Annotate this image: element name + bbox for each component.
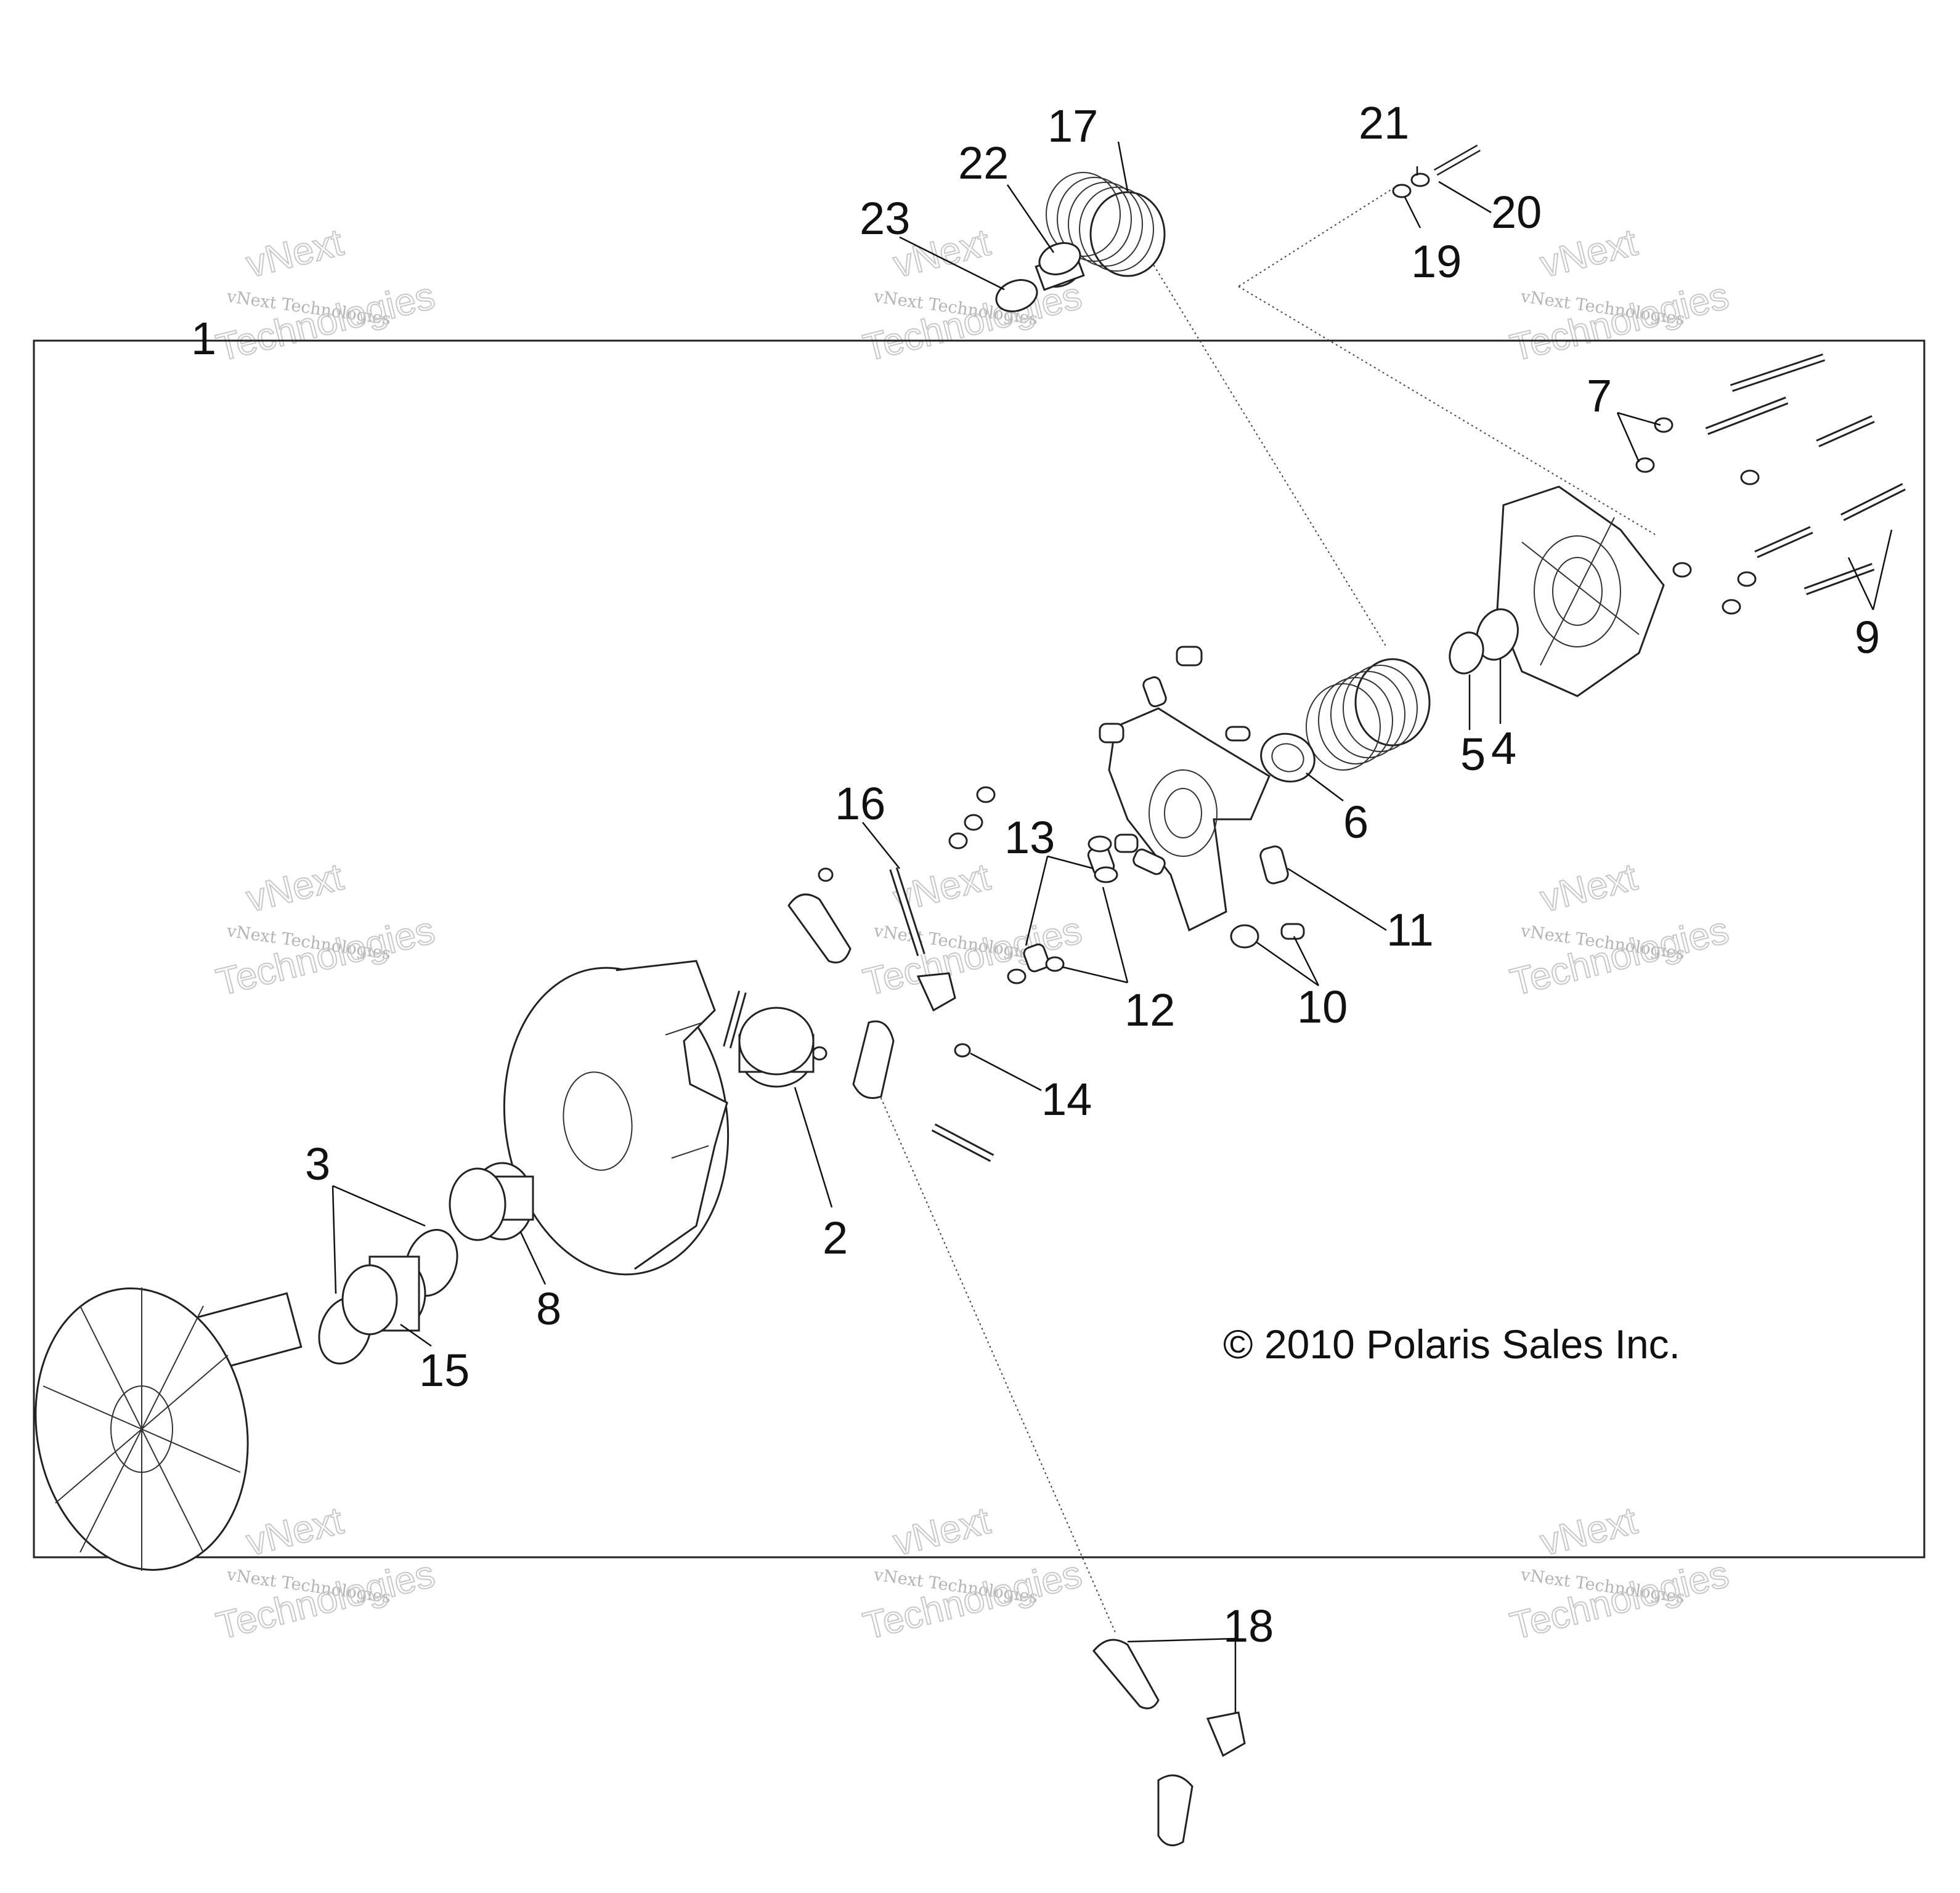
callout-6: 6 (1343, 797, 1368, 848)
callout-16: 16 (835, 778, 885, 829)
pin-roller (1132, 848, 1166, 875)
callout-17: 17 (1047, 100, 1098, 152)
spring-top (1046, 172, 1166, 277)
svg-text:Technologies: Technologies (859, 1552, 1086, 1648)
callout-18: 18 (1223, 1600, 1274, 1652)
callout-15: 15 (419, 1345, 470, 1396)
svg-text:vNext: vNext (1536, 856, 1641, 920)
svg-text:vNext: vNext (242, 856, 347, 920)
cover-plate (1496, 485, 1665, 697)
nut (818, 867, 834, 882)
svg-text:Technologies: Technologies (859, 274, 1086, 370)
svg-text:Technologies: Technologies (1506, 909, 1733, 1004)
callout-9: 9 (1855, 612, 1880, 663)
callout-14: 14 (1041, 1074, 1092, 1125)
callout-3: 3 (305, 1138, 330, 1190)
svg-text:Technologies: Technologies (1506, 1552, 1733, 1648)
callout-23: 23 (860, 193, 910, 244)
svg-text:vNext: vNext (889, 1499, 994, 1564)
leader-lines (331, 141, 1893, 1713)
nut (811, 1046, 828, 1061)
callout-10: 10 (1297, 981, 1348, 1032)
watermark: vNext vNext Technologies Technologies (1505, 855, 1733, 1005)
copyright-notice: © 2010 Polaris Sales Inc. (1223, 1321, 1680, 1367)
pins (723, 991, 994, 1162)
watermark-layer: vNext vNext Technologies Technologies vN… (211, 221, 1733, 1648)
weights-18 (1092, 1639, 1246, 1847)
bushing-top (1035, 242, 1085, 291)
watermark: vNext vNext Technologies Technologies (858, 1499, 1086, 1648)
callout-12: 12 (1124, 984, 1175, 1036)
assembly-frame (33, 339, 1925, 1559)
svg-text:Technologies: Technologies (212, 274, 439, 370)
callout-4: 4 (1491, 723, 1516, 774)
svg-text:vNext: vNext (242, 221, 347, 286)
watermark: vNext vNext Technologies Technologies (211, 855, 439, 1005)
callout-8: 8 (536, 1283, 561, 1334)
callout-5: 5 (1460, 729, 1486, 780)
bolt-set-9 (1705, 353, 1906, 596)
washer-set-7 (1635, 417, 1760, 615)
spring-assembled (1306, 658, 1431, 771)
svg-text:Technologies: Technologies (212, 909, 439, 1004)
callout-1: 1 (191, 313, 216, 364)
assembly-guides (874, 184, 1658, 1633)
roller-11 (1142, 676, 1289, 885)
watermark: vNext vNext Technologies Technologies (211, 221, 439, 370)
bushing-15 (341, 1255, 426, 1336)
snap-ring-top (995, 279, 1038, 312)
callout-22: 22 (958, 137, 1009, 188)
svg-text:Technologies: Technologies (212, 1552, 439, 1648)
washer-21 (1410, 172, 1430, 187)
bolt-20 (1434, 144, 1481, 176)
bearing-6 (1260, 732, 1315, 783)
svg-text:vNext: vNext (1536, 1499, 1641, 1564)
ring-5 (1449, 631, 1484, 675)
svg-text:vNext: vNext (1536, 221, 1641, 286)
callout-21: 21 (1359, 97, 1409, 148)
washer-19 (1392, 184, 1412, 198)
bushing-4 (1476, 608, 1519, 661)
bushing-2 (738, 1007, 815, 1088)
watermark: vNext vNext Technologies Technologies (1505, 221, 1733, 370)
svg-text:Technologies: Technologies (1506, 274, 1733, 370)
moveable-sheave (503, 960, 730, 1276)
fixed-sheave (35, 1287, 303, 1571)
spider (1108, 707, 1271, 932)
bushing-8 (449, 1162, 534, 1241)
roller-12-13 (948, 786, 1118, 984)
buttons-10 (1099, 646, 1305, 949)
callout-2: 2 (823, 1212, 848, 1263)
callout-19: 19 (1411, 236, 1462, 287)
callout-11: 11 (1386, 904, 1434, 955)
callout-13: 13 (1004, 812, 1055, 863)
watermark: vNext vNext Technologies Technologies (211, 1499, 439, 1648)
weights (787, 893, 956, 1099)
callout-7: 7 (1587, 370, 1612, 421)
svg-text:vNext: vNext (242, 1499, 347, 1564)
callout-20: 20 (1491, 187, 1542, 238)
callout-labels: 1 2 3 4 5 6 7 8 9 10 11 12 13 14 15 16 1… (191, 97, 1880, 1652)
svg-text:Technologies: Technologies (859, 909, 1086, 1004)
set-screw-14 (954, 1043, 971, 1058)
watermark: vNext vNext Technologies Technologies (1505, 1499, 1733, 1648)
pin-16 (889, 867, 925, 957)
